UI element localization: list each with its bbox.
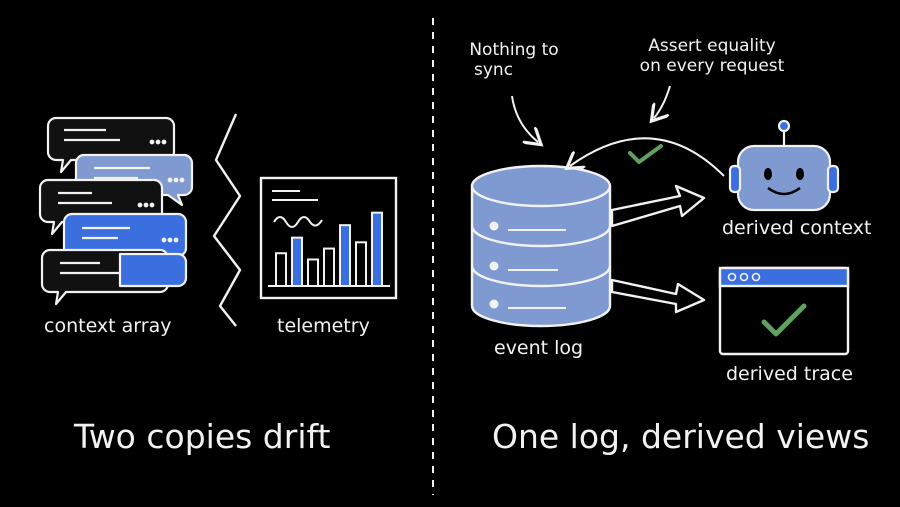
check-icon — [761, 303, 807, 337]
derive-arrow-trace — [610, 278, 706, 314]
note-line: sync — [474, 60, 514, 81]
right-caption: One log, derived views — [492, 417, 870, 456]
left-caption: Two copies drift — [74, 417, 331, 456]
telemetry-label: telemetry — [277, 315, 370, 337]
browser-window-icon — [718, 266, 850, 356]
telemetry-sparkline — [273, 216, 323, 228]
telemetry-bar — [307, 258, 319, 288]
telemetry-bar — [323, 247, 335, 287]
telemetry-bar — [275, 252, 287, 288]
telemetry-chart — [259, 176, 398, 300]
derived-context-label: derived context — [722, 217, 872, 239]
nothing-to-sync-arrow — [511, 95, 538, 142]
robot-icon — [728, 119, 840, 212]
context-array-stack — [38, 116, 194, 306]
derive-arrow-context — [610, 184, 706, 228]
nothing-to-sync-note: Nothing to sync — [462, 40, 566, 81]
note-line: Assert equality — [648, 36, 776, 56]
chat-bubble — [118, 252, 188, 288]
context-array-label: context array — [44, 315, 172, 337]
feedback-arrow — [570, 137, 725, 177]
note-line: Nothing to — [469, 40, 559, 60]
event-log-label: event log — [494, 337, 584, 359]
note-line: on every request — [639, 56, 785, 77]
zigzag-break-icon — [212, 113, 242, 327]
telemetry-bar — [291, 236, 303, 287]
derived-trace-label: derived trace — [726, 363, 853, 385]
assert-equality-note: Assert equality on every request — [628, 36, 796, 77]
telemetry-bar — [355, 241, 367, 288]
telemetry-bar — [371, 211, 383, 287]
check-icon — [628, 144, 663, 164]
assert-note-arrow — [654, 85, 671, 118]
database-icon — [470, 164, 612, 328]
telemetry-bar — [339, 224, 351, 288]
